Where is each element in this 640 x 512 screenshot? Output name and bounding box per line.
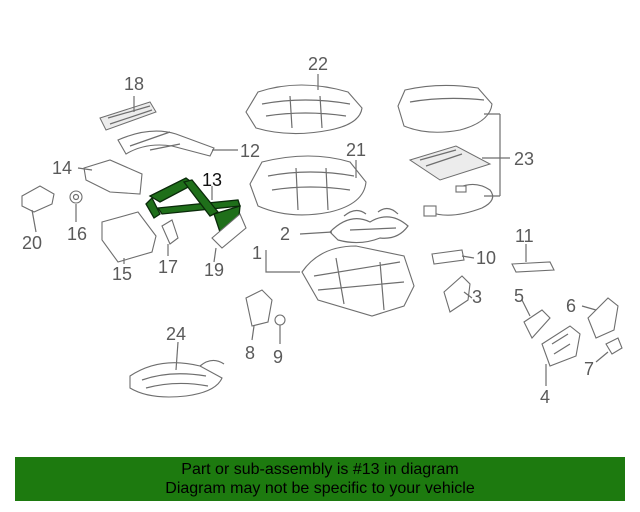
part-4-switch-bezel[interactable] bbox=[541, 325, 581, 367]
callout-12: 12 bbox=[240, 141, 260, 161]
part-19-side-shield[interactable] bbox=[211, 213, 247, 249]
part-8-hinge-cover[interactable] bbox=[245, 289, 273, 327]
part-2-seat-spring[interactable] bbox=[329, 207, 409, 244]
parts-diagram: 1 2 3 4 5 6 7 8 9 10 11 12 13 14 15 16 1… bbox=[21, 54, 623, 407]
callout-24: 24 bbox=[166, 324, 186, 344]
vehicle-fit-banner: Part or sub-assembly is #13 in diagram D… bbox=[15, 457, 625, 501]
part-13-seat-track-frame[interactable] bbox=[145, 177, 241, 233]
callout-18: 18 bbox=[124, 74, 144, 94]
callout-1: 1 bbox=[252, 243, 262, 263]
callout-14: 14 bbox=[52, 158, 72, 178]
part-17-clip[interactable] bbox=[161, 219, 179, 245]
callout-20: 20 bbox=[22, 233, 42, 253]
callout-10: 10 bbox=[476, 248, 496, 268]
part-7-knob[interactable] bbox=[605, 337, 623, 355]
callout-3: 3 bbox=[472, 287, 482, 307]
leader-lines bbox=[31, 74, 609, 386]
callout-17: 17 bbox=[158, 257, 178, 277]
callout-2: 2 bbox=[280, 224, 290, 244]
part-23-seat-back-pad[interactable] bbox=[397, 84, 494, 217]
part-15-lower-trim[interactable] bbox=[101, 211, 157, 263]
callout-15: 15 bbox=[112, 264, 132, 284]
callout-16: 16 bbox=[67, 224, 87, 244]
banner-line-disclaimer: Diagram may not be specific to your vehi… bbox=[165, 480, 475, 497]
part-9-bolt[interactable] bbox=[274, 314, 286, 338]
callout-21: 21 bbox=[346, 140, 366, 160]
callout-9: 9 bbox=[273, 347, 283, 367]
part-24-heater-mat[interactable] bbox=[129, 359, 225, 398]
part-6-side-trim[interactable] bbox=[587, 297, 619, 339]
part-11-switch-panel[interactable] bbox=[511, 261, 555, 273]
callout-11: 11 bbox=[515, 226, 534, 246]
part-22-seat-cushion-top[interactable] bbox=[245, 84, 363, 135]
callout-19: 19 bbox=[204, 260, 224, 280]
part-3-side-cover[interactable] bbox=[443, 275, 471, 313]
banner-line-part: Part or sub-assembly is #13 in diagram bbox=[181, 461, 459, 478]
part-10-module[interactable] bbox=[431, 249, 465, 265]
callout-22: 22 bbox=[308, 54, 328, 74]
callout-8: 8 bbox=[245, 343, 255, 363]
callout-4: 4 bbox=[540, 387, 550, 407]
part-5-small-trim[interactable] bbox=[523, 309, 551, 339]
part-18-mesh-panel[interactable] bbox=[99, 101, 157, 131]
callout-6: 6 bbox=[566, 296, 576, 316]
part-1-seat-frame[interactable] bbox=[301, 245, 415, 317]
callout-13: 13 bbox=[202, 170, 222, 190]
part-21-seat-cushion[interactable] bbox=[249, 155, 367, 216]
callout-5: 5 bbox=[514, 286, 524, 306]
part-16-grommet[interactable] bbox=[69, 190, 83, 204]
callout-7: 7 bbox=[584, 359, 594, 379]
callout-23: 23 bbox=[514, 149, 534, 169]
part-14-side-cover[interactable] bbox=[83, 159, 143, 195]
part-12-upper-bracket[interactable] bbox=[117, 130, 215, 157]
callout-labels: 1 2 3 4 5 6 7 8 9 10 11 12 13 14 15 16 1… bbox=[22, 54, 594, 407]
part-20-small-bracket[interactable] bbox=[21, 185, 55, 213]
